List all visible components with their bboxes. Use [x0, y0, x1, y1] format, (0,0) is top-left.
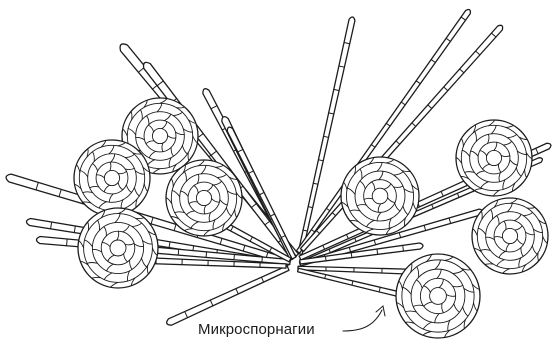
sporangium-wall — [341, 157, 419, 235]
microsporangium — [456, 120, 532, 196]
sporangium-wall — [74, 140, 150, 216]
sporangium-wall — [78, 208, 158, 288]
microsporangia-label: Микроспорнагии — [198, 321, 315, 338]
filament-septum — [351, 253, 352, 258]
filament — [167, 266, 289, 325]
microsporangium — [396, 254, 480, 338]
microsporangium — [472, 198, 548, 274]
sporangium-wall — [456, 120, 532, 196]
filament-septum — [178, 249, 179, 255]
microsporangium — [166, 160, 242, 236]
sporangium-wall — [396, 254, 480, 338]
sporangium-wall — [166, 160, 242, 236]
pointer-arrowhead — [376, 306, 385, 316]
microsporangium — [74, 140, 150, 216]
microsporangium — [78, 208, 158, 288]
filament-outline — [167, 266, 289, 325]
filament-septum — [325, 256, 326, 261]
microsporangia-group — [74, 98, 548, 338]
microsporangium — [341, 157, 419, 235]
pointer-line — [343, 310, 382, 331]
filament-septum — [67, 239, 68, 246]
label-pointer — [343, 306, 385, 331]
sporangium-wall — [472, 198, 548, 274]
filament-septum — [377, 249, 378, 254]
